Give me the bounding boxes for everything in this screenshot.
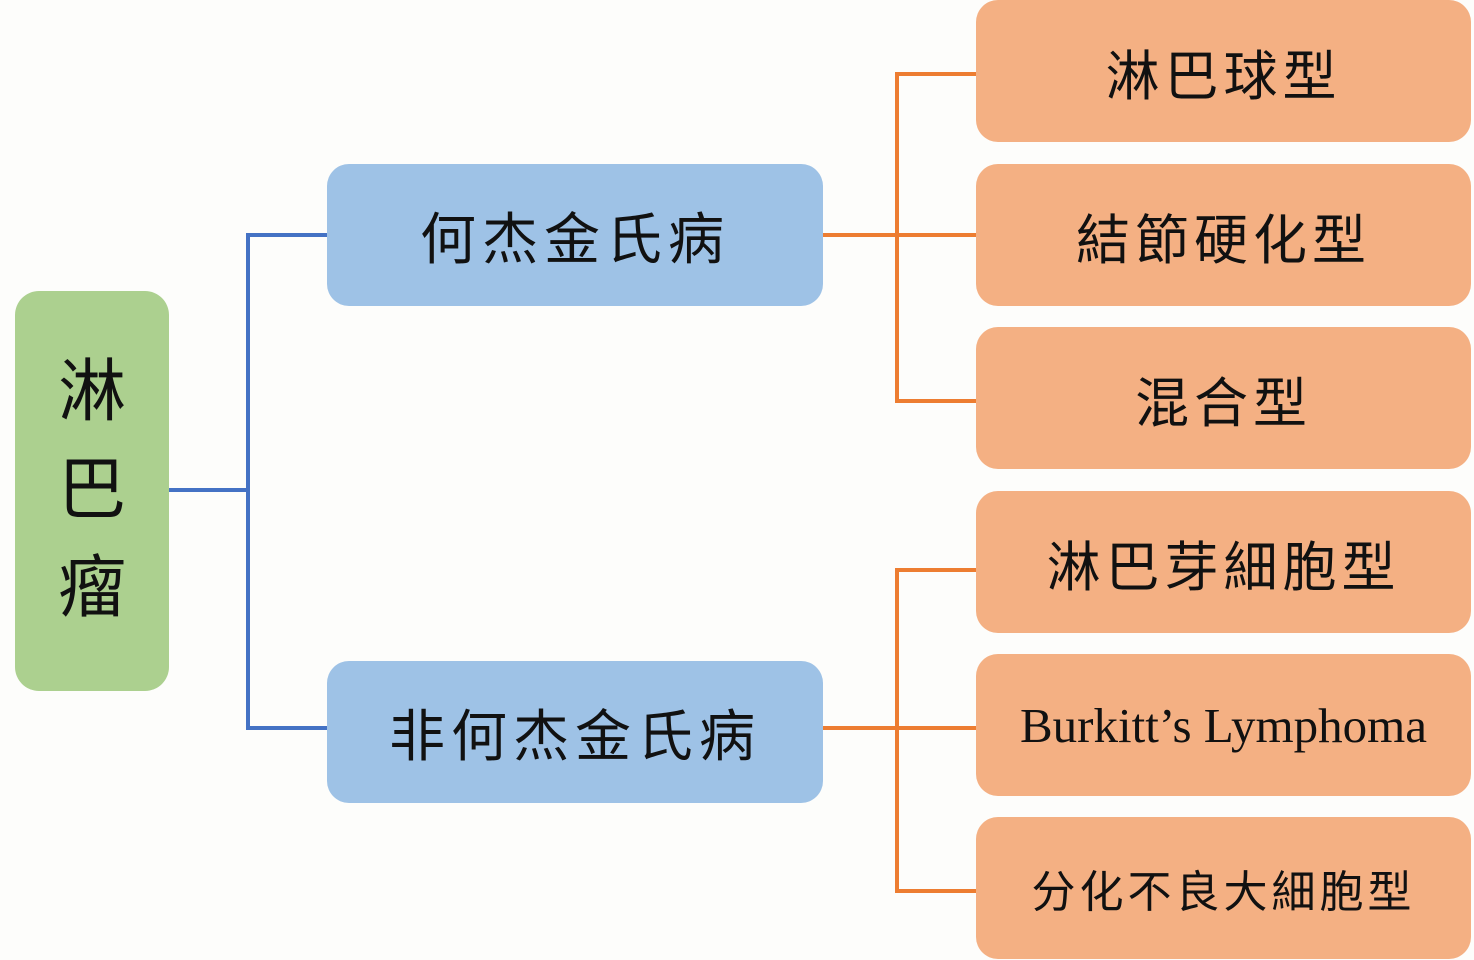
root-node-lymphoma: 淋巴瘤 [15, 291, 169, 691]
root-connectors [169, 233, 327, 730]
branch-label-hodgkin: 何杰金氏病 [420, 207, 730, 273]
leaf-label: Burkitt’s Lymphoma [1020, 697, 1427, 753]
leaf-label: 結節硬化型 [1076, 208, 1371, 272]
root-label: 淋巴瘤 [57, 353, 126, 628]
leaf-node-burkitt: Burkitt’s Lymphoma [976, 654, 1471, 796]
leaf-node-nodular-sclerosis: 結節硬化型 [976, 164, 1471, 306]
leaf-label: 分化不良大細胞型 [1031, 867, 1416, 918]
leaf-node-lymphoblastic: 淋巴芽細胞型 [976, 491, 1471, 633]
branch-node-hodgkin: 何杰金氏病 [327, 164, 823, 306]
hodgkin-connectors [823, 72, 976, 403]
leaf-node-mixed-cellularity: 混合型 [976, 327, 1471, 469]
branch-label-non-hodgkin: 非何杰金氏病 [389, 704, 761, 770]
branch-node-non-hodgkin: 非何杰金氏病 [327, 661, 823, 803]
leaf-label: 混合型 [1135, 371, 1312, 435]
leaf-label: 淋巴芽細胞型 [1046, 535, 1401, 599]
leaf-node-anaplastic-large-cell: 分化不良大細胞型 [976, 817, 1471, 959]
nonhodgkin-connectors [823, 568, 976, 893]
leaf-label: 淋巴球型 [1105, 44, 1342, 108]
leaf-node-lymphocyte-predominant: 淋巴球型 [976, 0, 1471, 142]
